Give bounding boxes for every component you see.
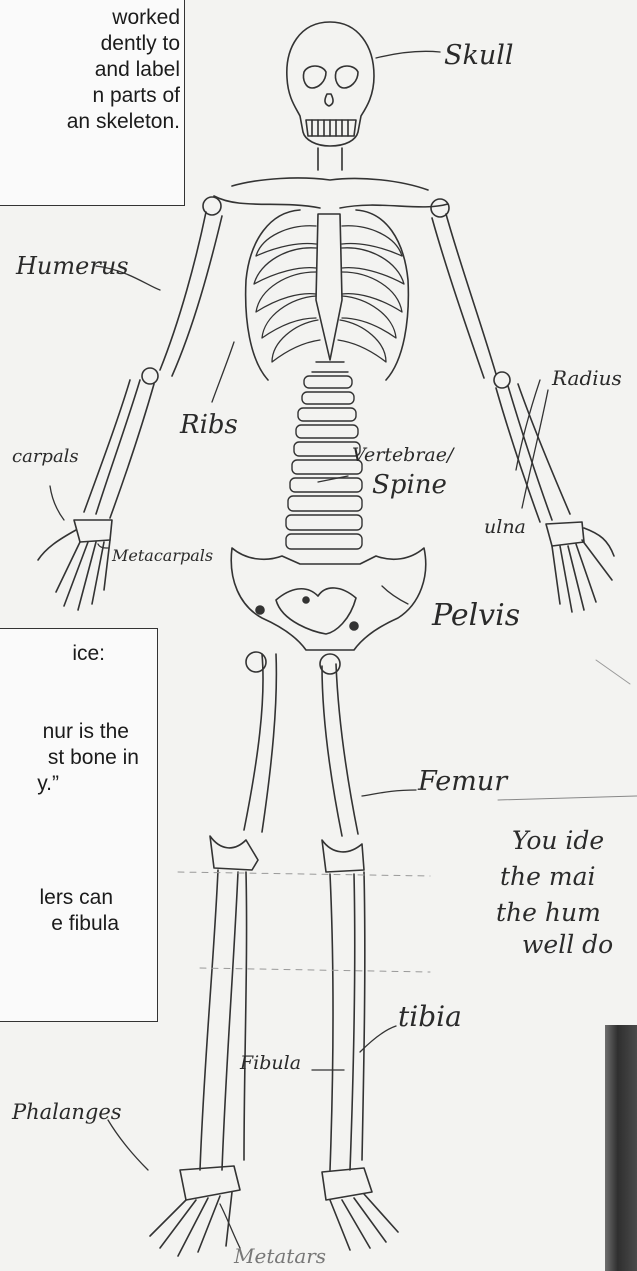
instructions-box: worked dently to and label n parts of an… [0,0,185,206]
notice-line: nur is the [43,719,129,745]
legs-drawing [150,652,398,1256]
label-ribs: Ribs [180,410,238,440]
notice-line: ice: [72,641,105,667]
instruction-line: n parts of [0,83,180,109]
notice-line: y.” [37,771,59,797]
label-ulna: ulna [484,516,526,538]
instruction-line: worked [0,5,180,31]
label-vertebrae: Vertebrae/ [352,444,453,466]
label-spine: Spine [372,470,447,500]
label-radius: Radius [552,366,622,390]
notice-box: ice: nur is the st bone in y.” lers can … [0,628,158,1022]
right-arm-drawing [432,214,614,612]
label-tibia: tibia [398,1000,462,1033]
label-fibula: Fibula [240,1052,301,1074]
label-phalanges: Phalanges [12,1100,122,1124]
teacher-comment-line: the mai [500,862,596,891]
pelvis-drawing [231,548,425,650]
skull-drawing [287,22,374,170]
notice-line: lers can [39,885,113,911]
teacher-comment-line: You ide [512,826,604,855]
teacher-comment-line: the hum [496,898,601,927]
notice-line: e fibula [51,911,119,937]
ribs-drawing [246,210,409,380]
instruction-line: an skeleton. [0,109,180,135]
instruction-line: and label [0,57,180,83]
photo-edge [605,1025,637,1271]
label-carpals: carpals [12,446,79,467]
notice-line: st bone in [48,745,139,771]
label-metacarpals: Metacarpals [112,546,213,565]
spine-drawing [286,362,362,549]
instruction-line: dently to [0,31,180,57]
clavicles-drawing [203,178,449,217]
label-pelvis: Pelvis [432,598,520,633]
teacher-comment-line: well do [522,930,613,959]
label-humerus: Humerus [16,252,129,280]
label-skull: Skull [444,40,514,71]
label-femur: Femur [418,766,507,797]
label-metatarsals: Metatars [234,1244,326,1268]
